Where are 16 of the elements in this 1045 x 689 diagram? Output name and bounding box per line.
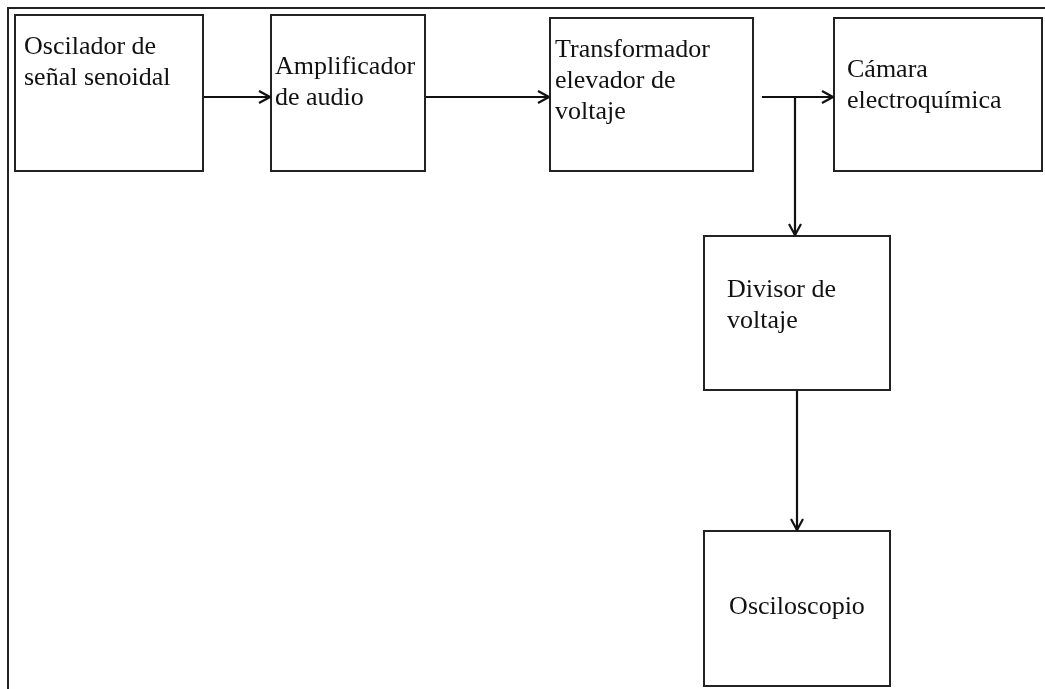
process-box — [14, 14, 204, 172]
process-box — [703, 235, 891, 391]
process-box — [703, 530, 891, 687]
arrow — [789, 391, 805, 532]
box-label: Osciloscopio — [728, 590, 866, 621]
box-label: Amplificador de audio — [275, 50, 417, 112]
process-box — [833, 17, 1043, 172]
box-label: Cámara electroquímica — [847, 53, 1003, 115]
process-box — [270, 14, 426, 172]
arrow — [204, 89, 272, 105]
box-label: Transformador elevador de voltaje — [555, 33, 712, 126]
box-label: Divisor de voltaje — [727, 273, 838, 335]
arrow — [426, 89, 551, 105]
process-box — [549, 17, 754, 172]
arrow — [762, 95, 803, 237]
box-label: Oscilador de señal senoidal — [24, 30, 172, 92]
